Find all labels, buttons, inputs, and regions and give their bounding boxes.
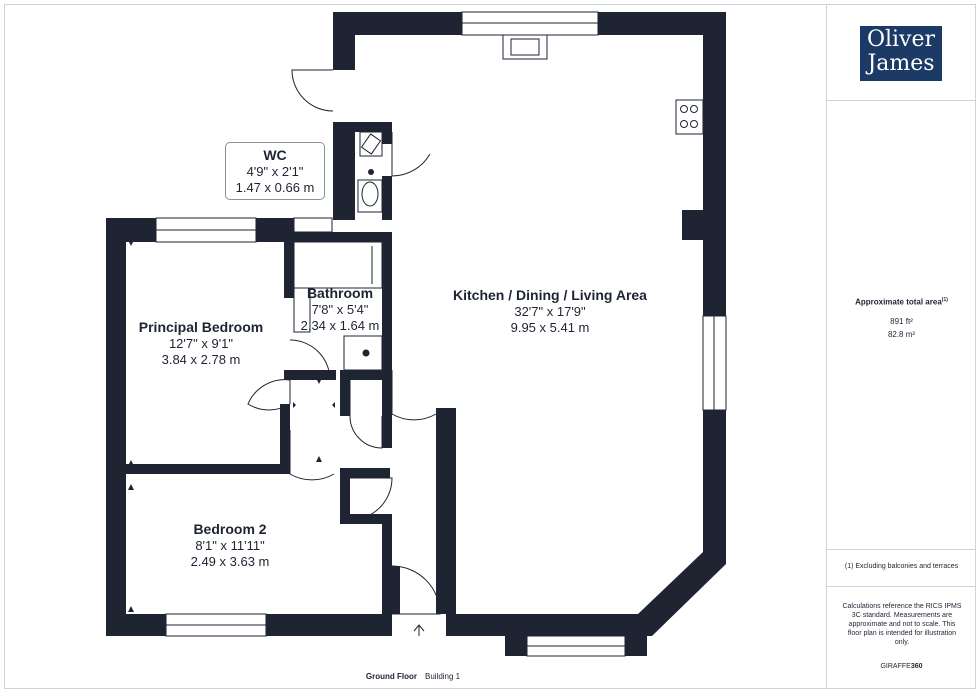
room-label-kitchen: Kitchen / Dining / Living Area 32'7" x 1… [430,286,670,336]
room-metric-wc: 1.47 x 0.66 m [235,180,315,195]
door-swings [247,69,441,615]
room-metric-bathroom: 2.34 x 1.64 m [300,318,380,333]
area-heading: Approximate total area(1) [827,297,976,307]
room-name-principal-bedroom: Principal Bedroom [138,319,264,335]
brand-text: GIRAFFE [880,663,911,670]
fixtures [293,34,704,371]
room-label-wc: WC 4'9" x 2'1" 1.47 x 0.66 m [225,146,325,196]
divider [827,549,976,550]
room-imperial-bathroom: 7'8" x 5'4" [311,302,369,317]
room-name-wc: WC [263,147,287,163]
room-metric-kitchen: 9.95 x 5.41 m [510,320,590,335]
room-metric-bedroom-2: 2.49 x 3.63 m [190,554,270,569]
room-imperial-wc: 4'9" x 2'1" [246,164,304,179]
brand-number: 360 [910,663,923,670]
area-sqm: 82.8 m² [887,330,916,339]
page-frame [4,4,976,689]
oliver-james-logo: Oliver James [860,26,942,81]
room-name-kitchen: Kitchen / Dining / Living Area [453,287,647,303]
room-label-bedroom-2: Bedroom 2 8'1" x 11'11" 2.49 x 3.63 m [160,520,300,570]
markers [128,240,335,612]
room-label-principal-bedroom: Principal Bedroom 12'7" x 9'1" 3.84 x 2.… [126,318,276,368]
room-imperial-bedroom-2: 8'1" x 11'11" [195,538,265,553]
info-sidebar: Oliver James Approximate total area(1) 8… [826,4,976,689]
logo-line-1: Oliver [866,27,936,52]
footnote: (1) Excluding balconies and terraces [844,563,959,570]
area-title-text: Approximate total area [855,297,942,307]
floor-plan [106,11,727,657]
room-name-bathroom: Bathroom [306,285,374,301]
building-name: Building 1 [424,672,461,681]
room-imperial-kitchen: 32'7" x 17'9" [514,304,586,319]
walls [106,12,726,656]
area-sqft: 891 ft² [890,317,913,326]
logo-line-2: James [867,51,935,76]
floor-title: Ground Floor Building 1 [0,672,826,681]
divider [827,100,976,101]
wc-light-point [368,169,374,175]
room-imperial-principal-bedroom: 12'7" x 9'1" [168,336,234,351]
room-metric-principal-bedroom: 3.84 x 2.78 m [161,352,241,367]
floor-name: Ground Floor [365,672,417,681]
area-note-ref: (1) [941,297,948,303]
giraffe360-brand: GIRAFFE360 [827,663,976,670]
divider [827,586,976,587]
room-label-bathroom: Bathroom 7'8" x 5'4" 2.34 x 1.64 m [290,284,390,334]
wc-label-box [225,142,325,200]
entrance-arrow-icon [413,624,425,636]
disclaimer: Calculations reference the RICS IPMS 3C … [842,603,962,646]
room-name-bedroom-2: Bedroom 2 [193,521,267,537]
window-lines [156,22,715,647]
